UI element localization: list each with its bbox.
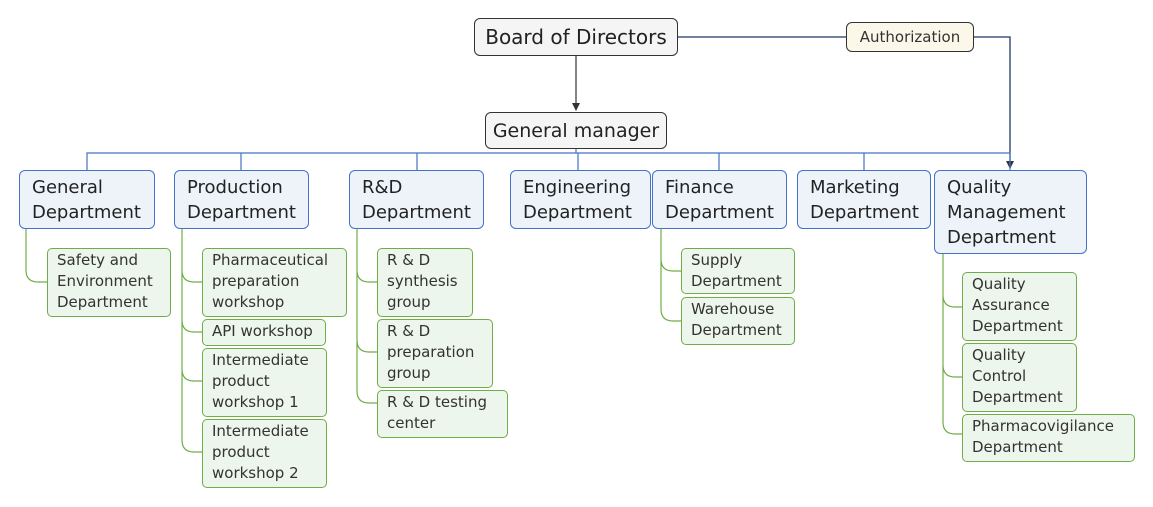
general-department-box: General Department <box>19 170 155 229</box>
quality-assurance-department-label: Quality Assurance Department <box>972 275 1063 335</box>
supply-department-box: Supply Department <box>681 248 795 294</box>
pharmacovigilance-department-label: Pharmacovigilance Department <box>972 417 1114 456</box>
supply-department-label: Supply Department <box>691 251 782 290</box>
rd-department-box: R&D Department <box>349 170 484 229</box>
engineering-department-box: Engineering Department <box>510 170 651 229</box>
authorization-label: Authorization <box>859 28 961 46</box>
authorization-arrow <box>678 36 1014 169</box>
intermediate-workshop-2-label: Intermediate product workshop 2 <box>212 422 309 482</box>
warehouse-department-box: Warehouse Department <box>681 297 795 345</box>
production-department-label: Production Department <box>187 177 296 223</box>
rd-synthesis-group-box: R & D synthesis group <box>377 248 473 317</box>
intermediate-workshop-1-box: Intermediate product workshop 1 <box>202 348 327 417</box>
gm-department-connectors <box>86 149 1011 170</box>
rd-department-label: R&D Department <box>362 177 471 223</box>
board-of-directors-box: Board of Directors <box>474 18 678 56</box>
board-of-directors-label: Board of Directors <box>485 25 667 49</box>
intermediate-workshop-1-label: Intermediate product workshop 1 <box>212 351 309 411</box>
quality-control-department-label: Quality Control Department <box>972 346 1063 406</box>
safety-environment-label: Safety and Environment Department <box>57 251 153 311</box>
safety-environment-box: Safety and Environment Department <box>47 248 171 317</box>
finance-department-box: Finance Department <box>652 170 787 229</box>
rd-preparation-group-box: R & D preparation group <box>377 319 493 388</box>
pharma-prep-workshop-label: Pharmaceutical preparation workshop <box>212 251 329 311</box>
general-manager-label: General manager <box>492 119 660 142</box>
api-workshop-label: API workshop <box>212 322 313 340</box>
rd-testing-center-label: R & D testing center <box>387 393 487 432</box>
quality-management-department-box: Quality Management Department <box>934 170 1087 254</box>
api-workshop-box: API workshop <box>202 319 326 346</box>
rd-synthesis-group-label: R & D synthesis group <box>387 251 458 311</box>
subunit-connectors <box>25 229 962 453</box>
authorization-box: Authorization <box>846 22 974 52</box>
finance-department-label: Finance Department <box>665 177 774 223</box>
pharmacovigilance-department-box: Pharmacovigilance Department <box>962 414 1135 462</box>
quality-management-department-label: Quality Management Department <box>947 177 1066 248</box>
pharma-prep-workshop-box: Pharmaceutical preparation workshop <box>202 248 347 317</box>
intermediate-workshop-2-box: Intermediate product workshop 2 <box>202 419 327 488</box>
general-department-label: General Department <box>32 177 141 223</box>
quality-control-department-box: Quality Control Department <box>962 343 1077 412</box>
marketing-department-label: Marketing Department <box>810 177 919 223</box>
engineering-department-label: Engineering Department <box>523 177 632 223</box>
quality-assurance-department-box: Quality Assurance Department <box>962 272 1077 341</box>
rd-preparation-group-label: R & D preparation group <box>387 322 475 382</box>
warehouse-department-label: Warehouse Department <box>691 300 782 339</box>
rd-testing-center-box: R & D testing center <box>377 390 508 438</box>
general-manager-box: General manager <box>485 112 667 149</box>
marketing-department-box: Marketing Department <box>797 170 931 229</box>
production-department-box: Production Department <box>174 170 309 229</box>
